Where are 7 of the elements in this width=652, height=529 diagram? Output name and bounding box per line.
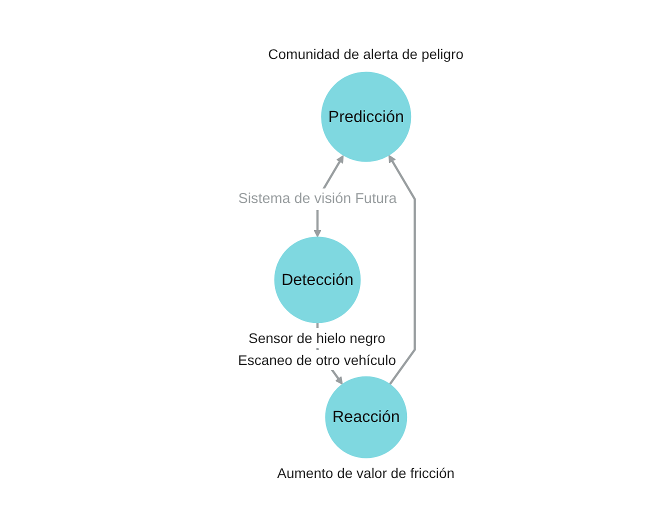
node-circle: Reacción xyxy=(324,376,407,458)
arrow xyxy=(388,154,416,384)
node-caption: Escaneo de otro vehículo xyxy=(238,350,396,370)
edge-label: Sistema de visión Futura xyxy=(238,190,396,206)
node-circle: Detección xyxy=(274,236,360,323)
node-caption: Sensor de hielo negro xyxy=(248,328,386,348)
node-circle: Predicción xyxy=(320,71,411,162)
